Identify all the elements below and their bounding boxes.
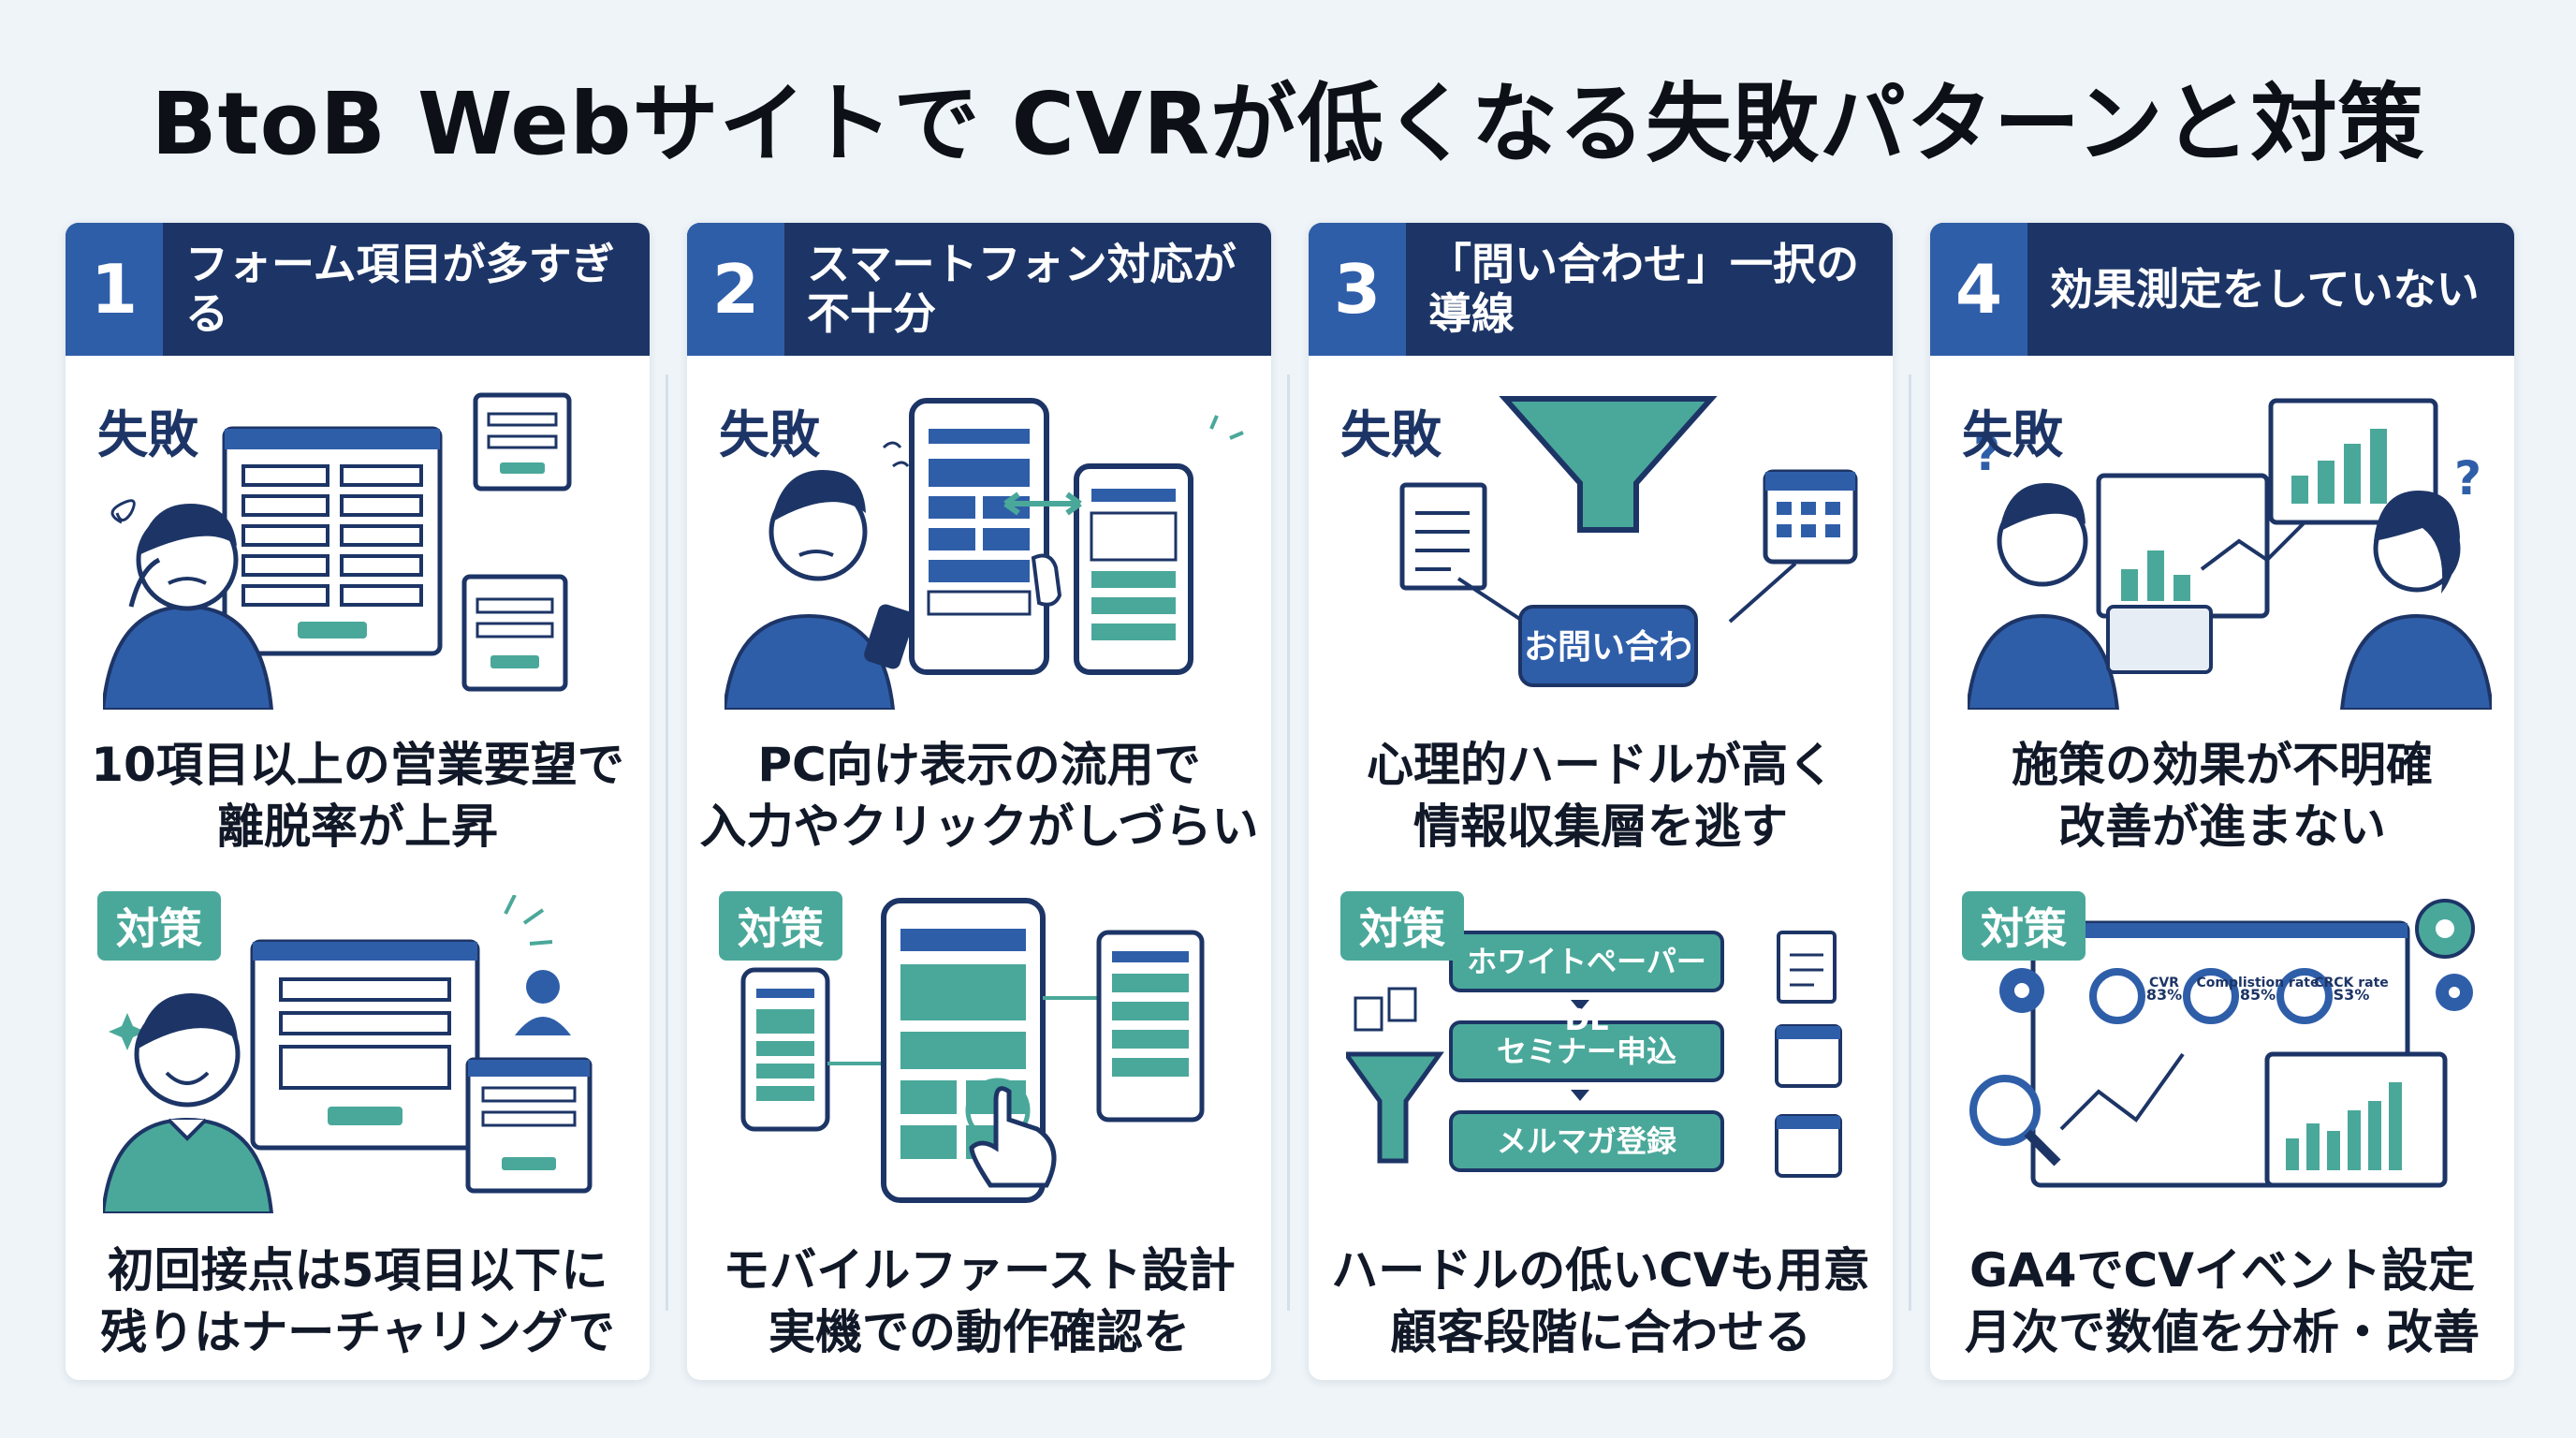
card-number: 1 [66, 223, 163, 356]
stressed-person-form-illustration [103, 392, 572, 710]
page-title: BtoB Webサイトで CVRが低くなる失敗パターンと対策 [151, 74, 2425, 174]
inquiry-box-label: お問い合わせ [1523, 628, 1692, 745]
metric-completion-value: 85% [2239, 986, 2276, 1004]
divider [1287, 374, 1290, 1311]
card-title: フォーム項目が多すぎる [185, 239, 615, 339]
card-smartphone: 2 スマートフォン対応が 不十分 失敗 PC向け表示の流用で入力やクリックがしづ… [687, 223, 1271, 1380]
confused-people-chart-illustration: ? ? [1968, 398, 2492, 710]
cv-option-mailmag: メルマガ登録 [1496, 1123, 1676, 1159]
cv-option-whitepaper: ホワイトペーパーDL [1467, 944, 1706, 1037]
card-form-fields: 1 フォーム項目が多すぎる 失敗 10項目以上の営業要望で離脱率が上昇 [66, 223, 650, 1380]
card-title: 効果測定をしていない [2050, 263, 2480, 315]
card-header: 4 効果測定をしていない [1930, 223, 2514, 356]
card-number: 2 [687, 223, 784, 356]
fail-caption: 心理的ハードルが高く情報収集層を逃す [1367, 738, 1835, 854]
metric-crck-value: S3% [2333, 986, 2370, 1004]
fix-caption: GA4でCVイベント設定月次で数値を分析・改善 [1965, 1243, 2480, 1359]
fail-label: 失敗 [1962, 405, 2063, 464]
fix-label: 対策 [1962, 891, 2086, 961]
card-single-funnel: 3 「問い合わせ」一択の導線 お問い合わせ 失敗 心理的ハードルが高く情報収集層… [1309, 223, 1893, 1380]
card-title: 「問い合わせ」一択の導線 [1428, 239, 1859, 339]
cv-option-seminar: セミナー申込 [1496, 1034, 1676, 1069]
fail-label: 失敗 [97, 405, 198, 464]
mobile-first-devices-illustration [740, 898, 1205, 1203]
svg-text:?: ? [1973, 427, 2000, 481]
fix-caption: 初回接点は5項目以下に残りはナーチャリングで [100, 1243, 615, 1359]
divider [666, 374, 668, 1311]
divider [1909, 374, 1911, 1311]
fix-caption: ハードルの低いCVも用意顧客段階に合わせる [1331, 1243, 1870, 1359]
fix-caption: モバイルファースト設計実機での動作確認を [723, 1243, 1236, 1359]
funnel-inquiry-illustration [1399, 396, 1858, 687]
card-title: スマートフォン対応が 不十分 [807, 239, 1237, 339]
card-number: 3 [1309, 223, 1406, 356]
card-header: 2 スマートフォン対応が 不十分 [687, 223, 1271, 356]
happy-person-short-form-illustration [103, 895, 593, 1213]
person-with-phone-illustration [724, 398, 1244, 710]
card-header: 1 フォーム項目が多すぎる [66, 223, 650, 356]
analytics-dashboard-illustration [1969, 899, 2475, 1188]
metric-completion-label: Complistion rate [2196, 976, 2320, 990]
fail-caption: 施策の効果が不明確改善が進まない [2012, 738, 2433, 854]
metric-cvr-value: 83% [2145, 986, 2183, 1004]
fail-label: 失敗 [1340, 405, 1442, 464]
svg-text:?: ? [2454, 451, 2481, 506]
multi-cv-funnel-illustration [1346, 931, 1842, 1178]
metric-crck-label: CRCK rate [2314, 976, 2389, 990]
fail-caption: 10項目以上の営業要望で離脱率が上昇 [91, 738, 624, 854]
fix-label: 対策 [97, 891, 221, 961]
fail-caption: PC向け表示の流用で入力やクリックがしづらい [699, 738, 1259, 854]
fail-label: 失敗 [719, 405, 820, 464]
metric-cvr-label: CVR [2149, 976, 2179, 990]
card-header: 3 「問い合わせ」一択の導線 [1309, 223, 1893, 356]
card-number: 4 [1930, 223, 2027, 356]
card-measurement: 4 効果測定をしていない ? ? 失敗 施策の効果が不明確改善が進まない [1930, 223, 2514, 1380]
fix-label: 対策 [1340, 891, 1464, 961]
fix-label: 対策 [719, 891, 842, 961]
